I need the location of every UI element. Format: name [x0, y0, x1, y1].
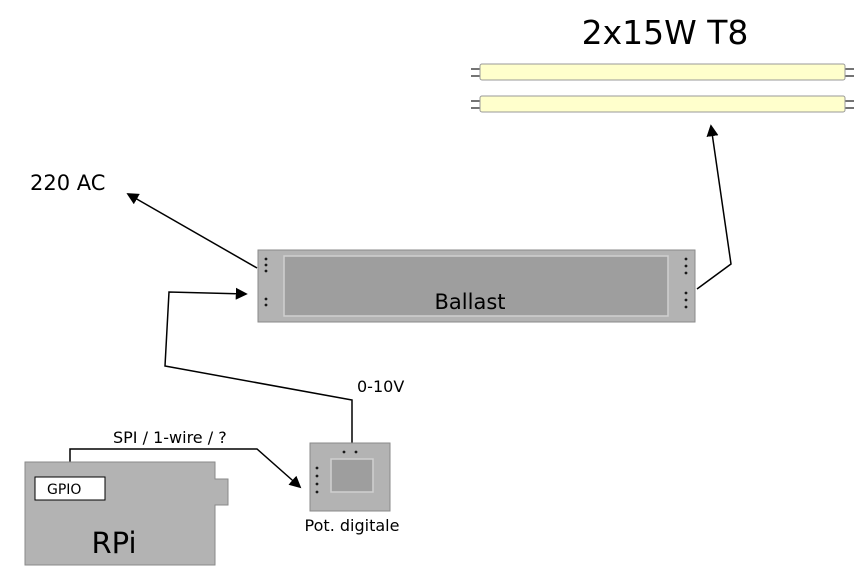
ballast-terminal-dots-right — [684, 257, 688, 309]
dim-signal-arrow — [164, 287, 353, 443]
ballast-terminal-dots-left — [264, 257, 268, 307]
tube1-pins — [471, 68, 854, 77]
pot-terminal-dots — [315, 450, 358, 494]
ballast-inner-panel — [283, 255, 669, 317]
dim-signal-label: 0-10V — [357, 377, 404, 396]
ballast: Ballast — [257, 249, 696, 323]
pot-digitale: Pot. digitale — [305, 442, 400, 535]
ballast-to-tube-arrow — [696, 124, 732, 290]
rpi: GPIO RPi — [24, 461, 229, 566]
gpio-port — [34, 476, 106, 501]
pot-chip — [330, 458, 374, 493]
power-label: 220 AC — [30, 171, 105, 195]
power-arrow — [126, 193, 258, 269]
tube2-pins — [471, 100, 854, 109]
rpi-label: RPi — [91, 526, 136, 560]
tube2-body — [479, 95, 846, 113]
gpio-label: GPIO — [47, 482, 81, 498]
bus-signal-label: SPI / 1-wire / ? — [113, 428, 227, 447]
fluorescent-tube-1 — [471, 63, 854, 81]
ballast-label: Ballast — [435, 290, 506, 314]
diagram-title: 2x15W T8 — [582, 13, 749, 52]
pot-label: Pot. digitale — [305, 516, 400, 535]
fluorescent-tube-2 — [471, 95, 854, 113]
tube1-body — [479, 63, 846, 81]
